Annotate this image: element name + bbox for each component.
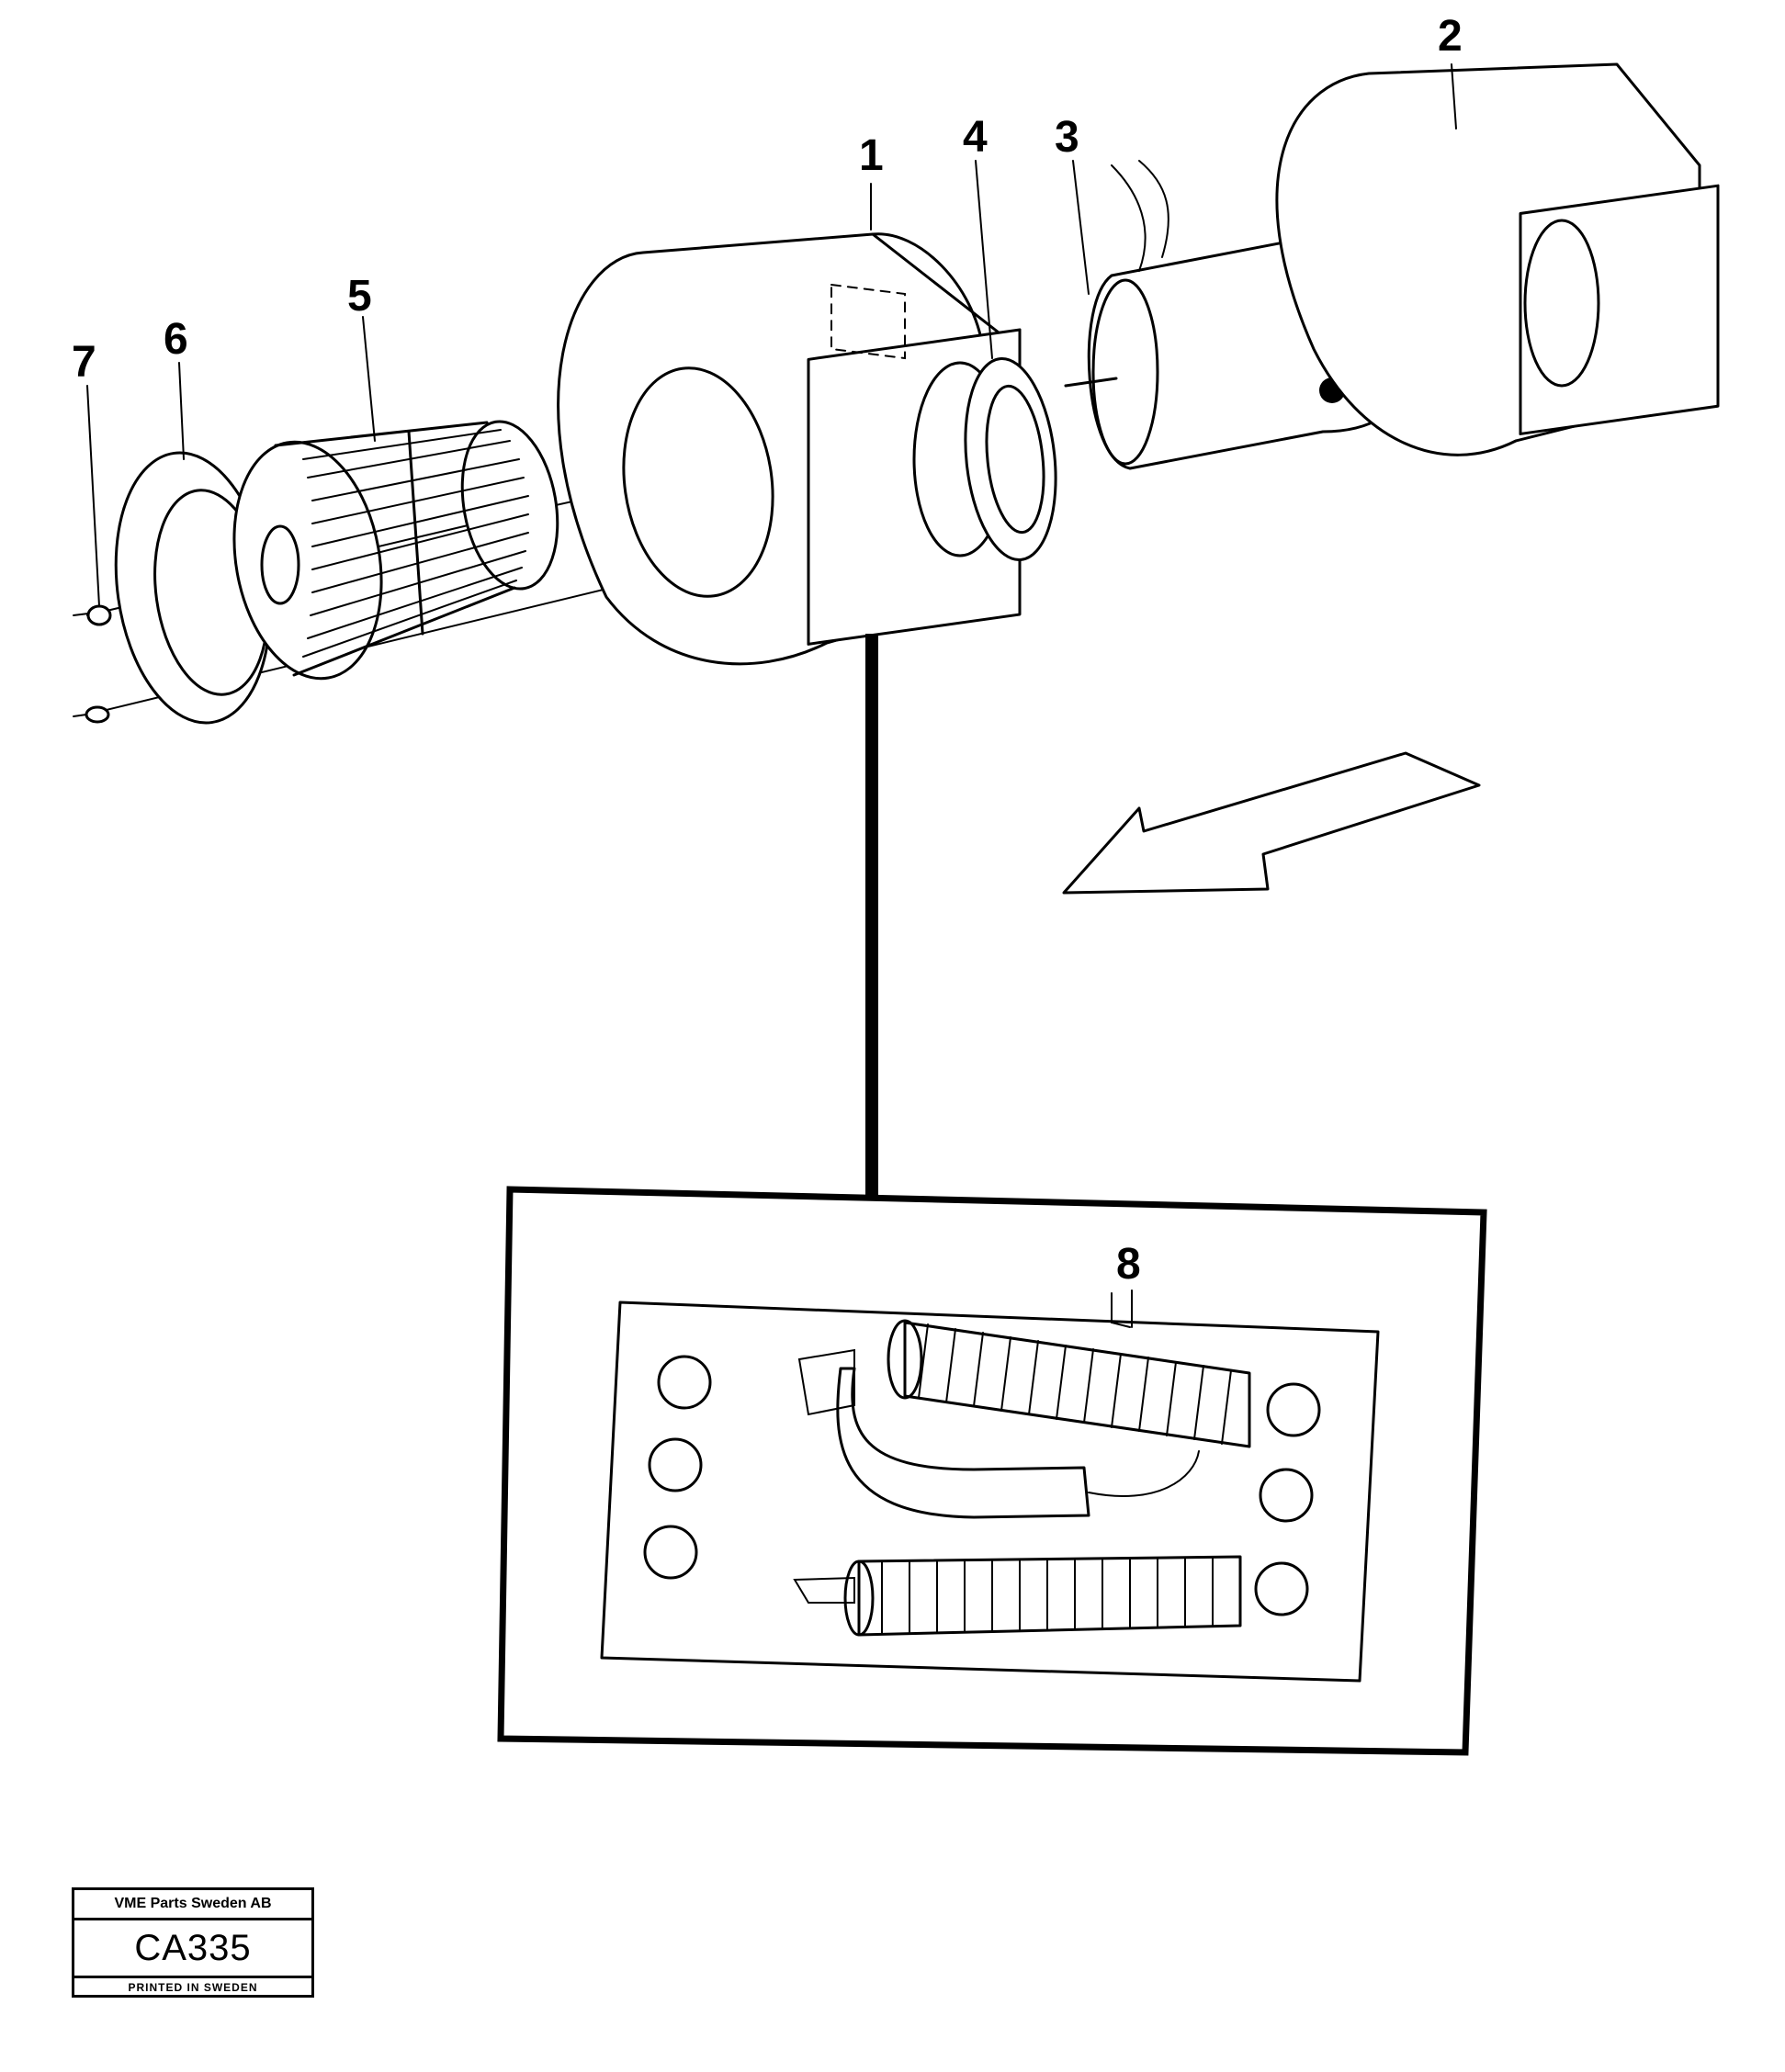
part-2-rear-housing <box>1275 62 1720 456</box>
callout-5: 5 <box>347 272 372 321</box>
callout-leader-4 <box>975 160 993 359</box>
part-7-clip <box>73 604 112 724</box>
callout-6: 6 <box>164 315 188 364</box>
callout-3: 3 <box>1055 113 1079 162</box>
title-block-company: VME Parts Sweden AB <box>74 1890 311 1920</box>
callout-7: 7 <box>72 338 96 387</box>
callout-leader-2 <box>1451 63 1457 130</box>
thermal-fuse <box>836 1367 1090 1519</box>
callout-leader-5 <box>362 316 376 442</box>
heating-coil-upper <box>887 1319 1251 1448</box>
callout-leader-3 <box>1072 160 1090 295</box>
callout-2: 2 <box>1438 12 1463 61</box>
title-block: VME Parts Sweden AB CA335 PRINTED IN SWE… <box>72 1887 314 1998</box>
arrow-down-left-icon <box>1062 751 1481 895</box>
callout-leader-6 <box>178 362 185 460</box>
callout-leader-7 <box>86 385 100 607</box>
callout-1: 1 <box>859 131 884 180</box>
callout-8: 8 <box>1116 1240 1141 1289</box>
heating-coil-lower <box>843 1555 1242 1637</box>
part-1-blower-housing <box>557 232 1022 666</box>
detail-box <box>497 1186 1487 1756</box>
detail-leader-line <box>865 634 878 1199</box>
part-5-fan-impeller <box>232 420 559 681</box>
part-4-seal <box>964 356 1057 562</box>
title-block-code: CA335 <box>74 1920 311 1978</box>
title-block-printed: PRINTED IN SWEDEN <box>128 1981 258 1994</box>
callout-4: 4 <box>963 113 988 162</box>
